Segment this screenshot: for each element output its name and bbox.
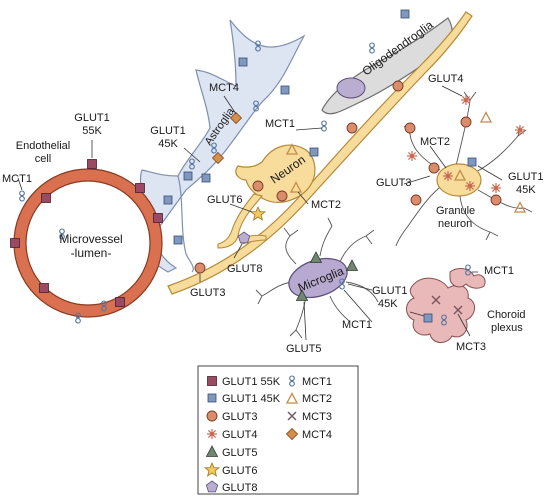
glut4-marker [464, 180, 476, 192]
mct1-marker [19, 190, 25, 202]
glut1-55k-label-2: 55K [82, 125, 102, 137]
glut3-marker [428, 162, 440, 174]
legend-mct4: MCT4 [302, 429, 332, 441]
glut6-marker [250, 206, 266, 221]
legend-glut1-45k-icon [207, 393, 217, 403]
legend-mct1: MCT1 [302, 376, 332, 388]
glut1-45k-granule-label-1: GLUT1 [508, 171, 543, 183]
legend-glut1-45k: GLUT1 45K [222, 393, 281, 405]
mct1-endo-label: MCT1 [2, 173, 32, 185]
glut3-granule-label: GLUT3 [376, 177, 411, 189]
legend-glut5: GLUT5 [222, 447, 257, 459]
glut1-45k-marker [173, 235, 183, 245]
glut1-45k-micro-label-2: 45K [378, 298, 398, 310]
mct2-marker [480, 111, 492, 123]
granule-label-2: neuron [438, 218, 472, 230]
mct4-label: MCT4 [209, 82, 239, 94]
glut3-marker [392, 80, 404, 92]
glut1-45k-micro-label-1: GLUT1 [372, 285, 407, 297]
microvessel-lumen [25, 180, 151, 306]
glut3-marker [490, 194, 502, 206]
legend-glut3-icon [206, 410, 218, 422]
mct2-granule-label: MCT2 [420, 136, 450, 148]
choroid-plexus-body [406, 277, 475, 343]
mct3-label: MCT3 [456, 341, 486, 353]
legend-glut4-icon [206, 428, 218, 440]
glut1-45k-marker [238, 57, 248, 67]
mct2-marker [514, 201, 526, 213]
glut4-marker [460, 94, 472, 106]
glut3-marker [460, 116, 472, 128]
astroglia-process-lower [177, 175, 194, 273]
glut1-45k-marker [163, 195, 173, 205]
endothelial-label-1: Endothelial [16, 140, 70, 152]
glut8-marker [237, 231, 251, 244]
glut5-marker [310, 251, 322, 263]
glut1-45k-astro-label-1: GLUT1 [150, 125, 185, 137]
choroid-plexus-villus [449, 268, 486, 289]
mct1-choroid-label: MCT1 [484, 265, 514, 277]
legend-glut8: GLUT8 [222, 482, 257, 494]
glut1-45k-astro-label-2: 45K [158, 138, 178, 150]
glut5-label: GLUT5 [286, 343, 321, 355]
glut1-55k-marker [87, 159, 97, 169]
glut3-marker [252, 180, 264, 192]
glut1-45k-marker [280, 85, 290, 95]
glut1-45k-marker [201, 173, 211, 183]
glut3-axon-label: GLUT3 [190, 287, 225, 299]
glut1-55k-marker [153, 213, 163, 223]
glut5-marker [346, 259, 358, 271]
legend-glut4: GLUT4 [222, 429, 257, 441]
glut4-marker [442, 170, 454, 182]
mct1-marker [369, 42, 375, 54]
glut3-marker [404, 122, 416, 134]
glut3-marker [276, 190, 288, 202]
glut1-55k-marker [115, 297, 125, 307]
glut4-marker [514, 124, 526, 136]
glut4-label: GLUT4 [428, 73, 463, 85]
glut1-45k-marker [309, 147, 319, 157]
choroid-label-2: plexus [491, 322, 523, 334]
glut1-45k-granule-label-2: 45K [516, 184, 536, 196]
glut1-45k-marker [423, 313, 433, 323]
endothelial-label-2: cell [35, 153, 52, 165]
vessel-lumen-label-2: -lumen- [71, 246, 112, 260]
oligodendroglia-nucleus [336, 77, 366, 99]
legend-mct3: MCT3 [302, 411, 332, 423]
glut6-label: GLUT6 [207, 194, 242, 206]
glut3-marker [410, 194, 422, 206]
glut1-55k-marker [135, 183, 145, 193]
glut1-45k-marker [400, 9, 410, 19]
glut1-55k-label-1: GLUT1 [74, 112, 109, 124]
glut1-45k-marker [467, 157, 477, 167]
glut1-55k-marker [39, 283, 49, 293]
legend: GLUT1 55K GLUT1 45K GLUT3 GLUT4 GLUT5 GL… [197, 365, 359, 495]
glut1-45k-marker [183, 171, 193, 181]
mct1-marker [321, 120, 327, 132]
mct1-axon-label: MCT1 [265, 118, 295, 130]
legend-box [197, 365, 359, 495]
legend-mct2: MCT2 [302, 393, 332, 405]
legend-glut1-55k-icon [207, 376, 217, 386]
neuron-dendrite [217, 193, 263, 249]
legend-glut3: GLUT3 [222, 411, 257, 423]
legend-glut6: GLUT6 [222, 465, 257, 477]
legend-glut1-55k: GLUT1 55K [222, 376, 281, 388]
glut3-marker [346, 122, 358, 134]
glut4-marker [406, 150, 418, 162]
glut4-marker [490, 182, 502, 194]
glut1-55k-marker [41, 193, 51, 203]
choroid-label-1: Choroid [487, 309, 526, 321]
mct2-label: MCT2 [311, 199, 341, 211]
granule-label-1: Granule [436, 205, 475, 217]
mct1-micro-label: MCT1 [342, 319, 372, 331]
glut1-55k-marker [10, 238, 20, 248]
glut3-marker [194, 262, 206, 274]
vessel-lumen-label-1: Microvessel [59, 232, 122, 246]
leader-lines [17, 85, 503, 341]
glut8-label: GLUT8 [227, 263, 262, 275]
